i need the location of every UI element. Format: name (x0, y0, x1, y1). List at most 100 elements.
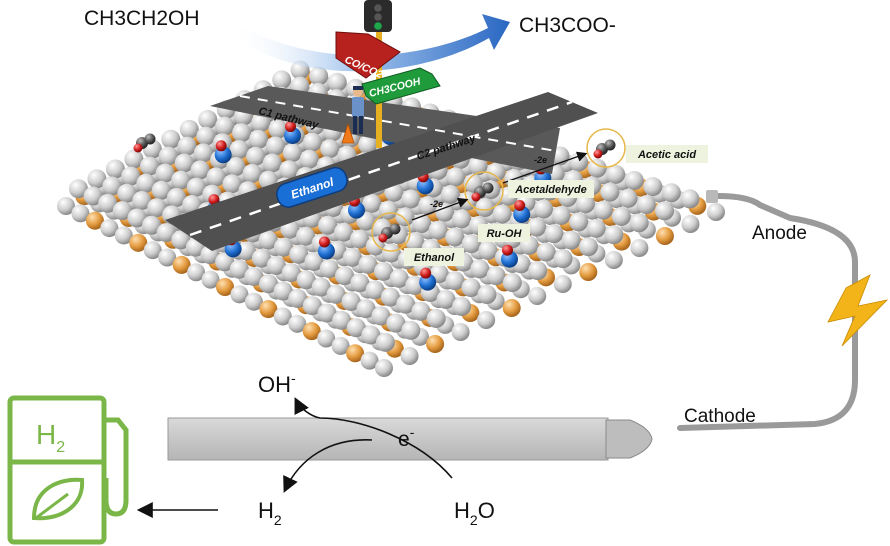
sublayer-atom (317, 329, 336, 348)
surface-atom (299, 149, 319, 169)
cathode-electrode (167, 417, 653, 461)
surface-atom (249, 129, 269, 149)
surface-atom (611, 206, 631, 226)
surface-atom (273, 281, 293, 301)
sublayer-atom (100, 219, 119, 238)
sublayer-atom (604, 251, 623, 269)
surface-atom (461, 234, 481, 254)
surface-atom (371, 306, 391, 326)
surface-atom (593, 200, 613, 220)
sublayer-atom (288, 314, 307, 333)
surface-atom (222, 174, 242, 194)
surface-atom (161, 129, 181, 149)
sublayer-atom-orange (579, 263, 598, 281)
surface-atom (534, 199, 554, 219)
surface-atom (586, 218, 606, 238)
surface-atom (335, 266, 355, 286)
oxygen-atom (208, 194, 220, 206)
surface-atom (401, 320, 421, 340)
surface-atom (251, 248, 271, 268)
ethanol-tag-label: Ethanol (414, 252, 455, 264)
surface-atom (68, 179, 88, 199)
surface-atom (117, 183, 137, 203)
wire (677, 193, 858, 431)
sublayer-atom (143, 241, 162, 260)
step1-arrow (411, 197, 469, 221)
surface-atom (486, 162, 506, 182)
surface-atom (193, 143, 213, 163)
surface-atom (346, 318, 366, 338)
anode-label: Anode (752, 223, 807, 244)
h2o-formula: H2O (454, 498, 495, 528)
acetaldehyde-tag-label: Acetaldehyde (514, 184, 587, 196)
surface-atom (575, 194, 595, 214)
surface-atom (492, 204, 512, 224)
step1-label: -2e (430, 199, 443, 209)
surface-atom (680, 189, 700, 209)
surface-atom (395, 207, 415, 227)
surface-atom (98, 193, 118, 213)
surface-atom (446, 167, 466, 187)
surface-atom (311, 277, 331, 297)
surface-atom (629, 213, 649, 233)
ethanol-tag (404, 248, 464, 266)
surface-atom (87, 169, 107, 189)
surface-atom (374, 261, 394, 281)
surface-atom (282, 143, 302, 163)
surface-atom (396, 294, 416, 314)
surface-atom (401, 189, 421, 209)
surface-atom (304, 251, 324, 271)
surface-atom (478, 240, 498, 260)
surface-atom (121, 166, 141, 186)
surface-atom (381, 243, 401, 263)
surface-atom (341, 292, 361, 312)
surface-atom (179, 119, 199, 139)
surface-atom (502, 273, 522, 293)
surface-atom (262, 153, 282, 173)
sublayer-atom-orange (502, 299, 521, 317)
surface-atom (578, 237, 598, 257)
oxygen-atom (285, 121, 297, 133)
electron-to-h2-arrow (283, 439, 373, 493)
sublayer-atom (360, 351, 379, 370)
surface-atom (332, 310, 352, 330)
sublayer-atom-orange (426, 335, 445, 353)
surface-atom (470, 259, 490, 279)
surface-atom (436, 289, 456, 309)
road-center-line (189, 100, 573, 237)
surface-atom (167, 187, 187, 207)
surface-atom (229, 259, 249, 279)
surface-atom (226, 157, 246, 177)
surface-atom (600, 182, 620, 202)
carbon-atom (482, 182, 494, 194)
sublayer-atom-orange (172, 255, 191, 274)
surface-atom (428, 220, 448, 240)
surface-atom (358, 254, 378, 274)
step2-arrow (502, 151, 588, 184)
acetic-acid-tag (626, 145, 708, 163)
h2-formula: H2 (258, 498, 282, 528)
surface-atom (102, 176, 122, 196)
surface-atom (452, 209, 472, 229)
ru-oh-tag-label: Ru-OH (487, 228, 523, 240)
green-sign (361, 67, 441, 105)
surface-atom (553, 249, 573, 269)
product-formula: CH3COO- (519, 14, 616, 37)
surface-atom (158, 146, 178, 166)
surface-atom (528, 261, 548, 281)
sublayer-atom (201, 270, 220, 289)
surface-atom (174, 153, 194, 173)
surface-atom (124, 149, 144, 169)
sublayer-atom-orange (346, 344, 365, 363)
surface-atom (186, 177, 206, 197)
surface-atom (418, 196, 438, 216)
surface-atom (349, 229, 369, 249)
surface-atom (139, 156, 159, 176)
surface-atom (320, 139, 340, 159)
surface-intermediates: -2e -2e Ethanol Ru-OH Acetaldehyde Aceti… (371, 128, 708, 266)
sublayer-atom (331, 336, 350, 355)
surface-atom (259, 274, 279, 294)
surface-atom (258, 230, 278, 250)
ethanol-highlight (371, 212, 411, 252)
surface-atom (551, 205, 571, 225)
